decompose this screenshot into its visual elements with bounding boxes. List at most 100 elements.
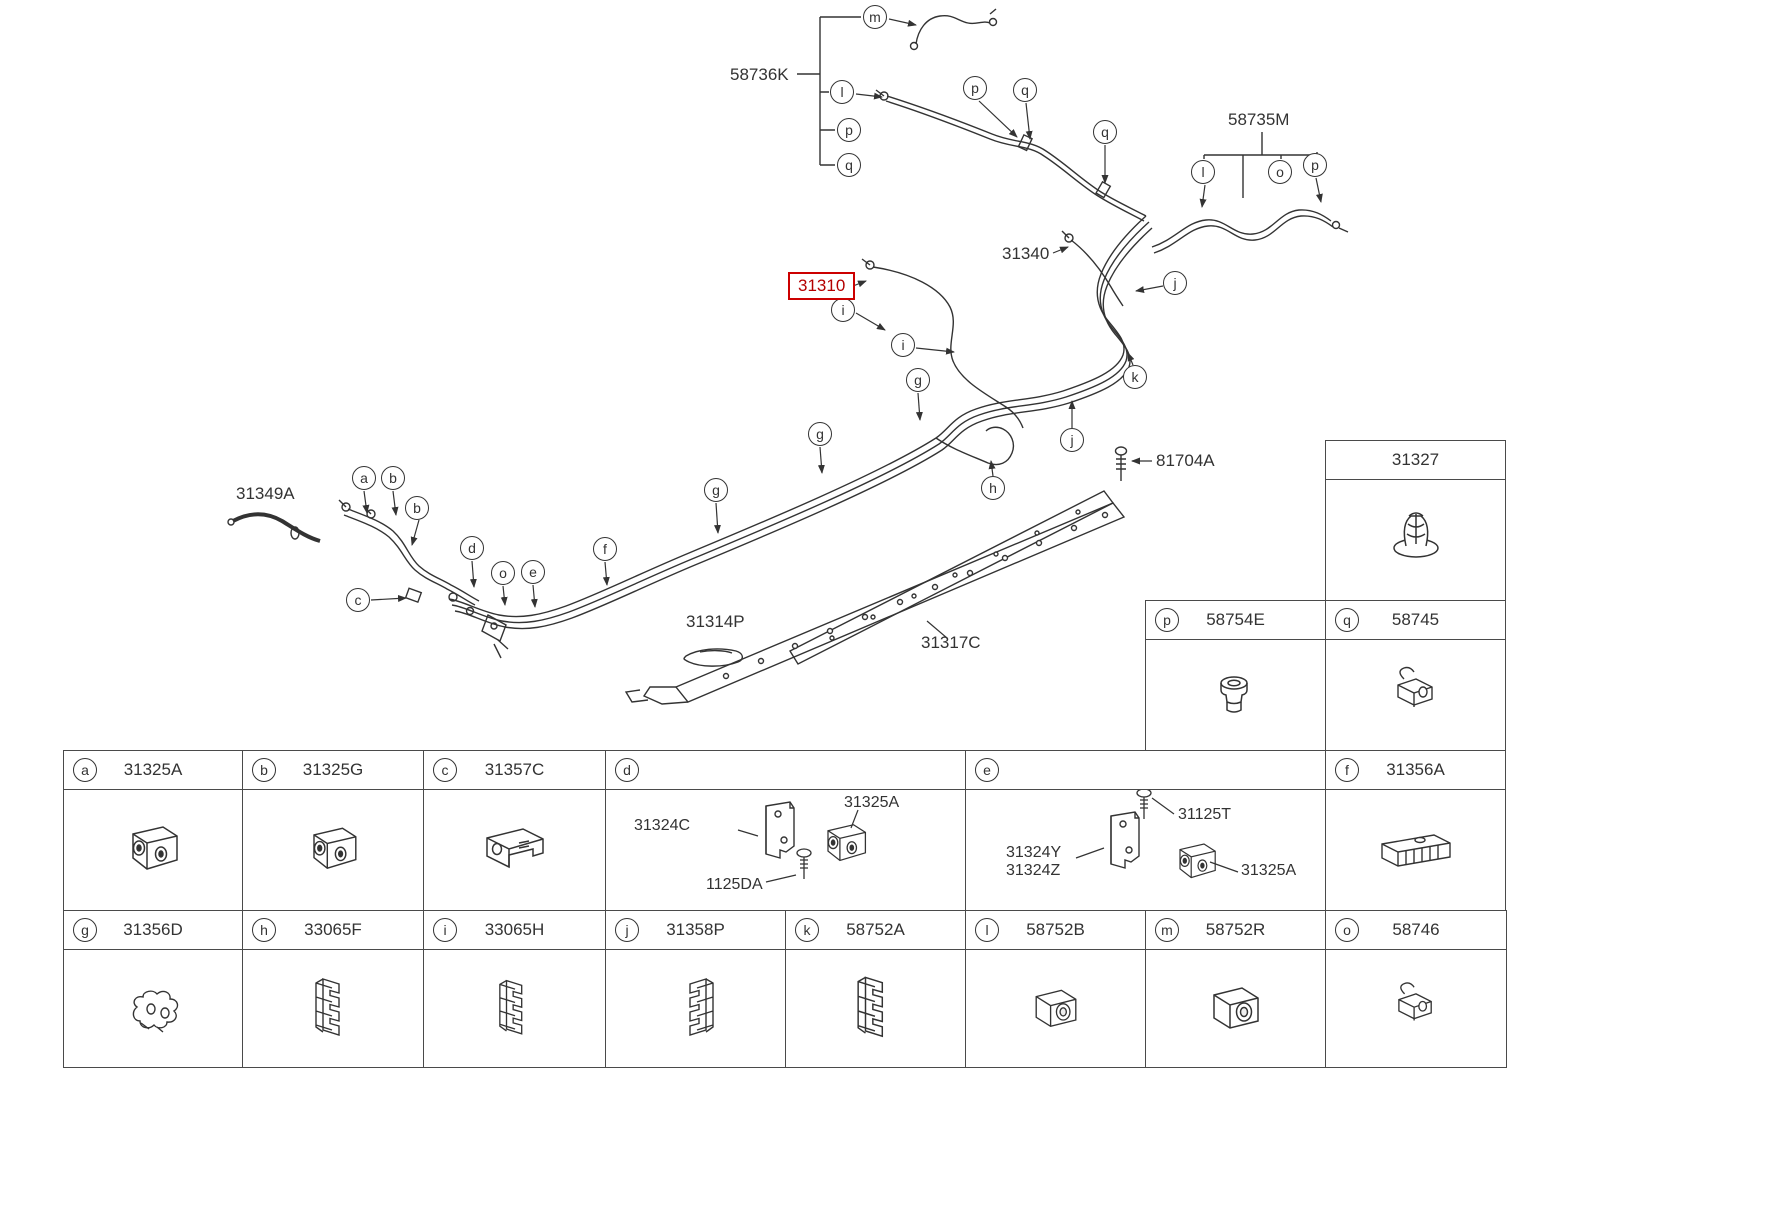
part-number: 33065H [484, 920, 545, 939]
parts-cell-q: q 58745 [1325, 600, 1506, 751]
callout-g[interactable]: g [906, 368, 930, 392]
callout-d[interactable]: d [460, 536, 484, 560]
cell-header[interactable]: 31327 [1326, 441, 1505, 480]
parts-cell-k: k 58752A [785, 910, 966, 1068]
cell-header[interactable]: p 58754E [1146, 601, 1325, 640]
callout-f[interactable]: f [593, 537, 617, 561]
callout-a[interactable]: a [352, 466, 376, 490]
sub-part-label[interactable]: 31325A [1241, 862, 1297, 879]
part-number: 58746 [1392, 920, 1440, 939]
callout-letter: g [73, 918, 97, 942]
part-image-33065H [424, 950, 605, 1067]
part-number: 31327 [1391, 450, 1440, 469]
callout-letter: f [1335, 758, 1359, 782]
part-label-58735M[interactable]: 58735M [1228, 110, 1290, 129]
part-number: 31357C [484, 760, 545, 779]
cell-header[interactable]: c 31357C [424, 751, 605, 790]
cell-header[interactable]: h 33065F [243, 911, 423, 950]
cell-header[interactable]: e [966, 751, 1325, 790]
callout-b[interactable]: b [381, 466, 405, 490]
ladder-clip-icon [688, 977, 714, 1036]
callout-g[interactable]: g [808, 422, 832, 446]
parts-cell-b: b 31325G [242, 750, 424, 911]
callout-j[interactable]: j [1163, 271, 1187, 295]
part-label-31314P[interactable]: 31314P [686, 612, 745, 631]
callout-l[interactable]: l [1191, 160, 1215, 184]
part-image-58752B [966, 950, 1145, 1067]
callout-letter: m [1155, 918, 1179, 942]
cell-header[interactable]: j 31358P [606, 911, 785, 950]
ribbed-clamp-icon [1380, 834, 1451, 867]
callout-e[interactable]: e [521, 560, 545, 584]
parts-cell-c: c 31357C [423, 750, 606, 911]
callout-k[interactable]: k [1123, 365, 1147, 389]
callout-j[interactable]: j [1060, 428, 1084, 452]
callout-o[interactable]: o [491, 561, 515, 585]
parts-cell-f: f 31356A [1325, 750, 1506, 911]
clamp-icon [485, 828, 544, 868]
multi-clip-icon [132, 989, 179, 1033]
clamp-icon [313, 827, 357, 869]
part-label-31340[interactable]: 31340 [1002, 244, 1050, 263]
callout-q[interactable]: q [837, 153, 861, 177]
callout-m[interactable]: m [863, 5, 887, 29]
part-label-31349A[interactable]: 31349A [236, 484, 295, 503]
cell-header[interactable]: d [606, 751, 965, 790]
sub-part-label[interactable]: 31325A [844, 794, 900, 811]
callout-b[interactable]: b [405, 496, 429, 520]
clip-icon [1398, 981, 1432, 1021]
callout-p[interactable]: p [1303, 153, 1327, 177]
cell-header[interactable]: q 58745 [1326, 601, 1505, 640]
sub-part-label[interactable]: 31324Y [1006, 844, 1062, 861]
part-image-31356A [1326, 790, 1505, 910]
callout-i[interactable]: i [831, 298, 855, 322]
cell-header[interactable]: g 31356D [64, 911, 242, 950]
sub-part-label[interactable]: 31125T [1178, 806, 1232, 823]
callout-letter: j [615, 918, 639, 942]
cell-header[interactable]: l 58752B [966, 911, 1145, 950]
part-image-33065F [243, 950, 423, 1067]
cell-header[interactable]: k 58752A [786, 911, 965, 950]
clamp-icon [132, 826, 178, 870]
part-image-e-assembly: 31324Y 31324Z 31125T 31325A [966, 790, 1325, 910]
callout-g[interactable]: g [704, 478, 728, 502]
callout-q[interactable]: q [1013, 78, 1037, 102]
ladder-clip-icon [856, 976, 883, 1037]
parts-cell-e: e 31324Y 31324Z 31125T 31325A [965, 750, 1326, 911]
callout-o[interactable]: o [1268, 160, 1292, 184]
callout-l[interactable]: l [830, 80, 854, 104]
bracket-assembly-icon [737, 801, 867, 883]
block-clip-icon [1212, 986, 1259, 1029]
parts-cell-31327: 31327 [1325, 440, 1506, 601]
cell-header[interactable]: f 31356A [1326, 751, 1505, 790]
part-label-58736K[interactable]: 58736K [730, 65, 789, 84]
part-label-31317C[interactable]: 31317C [921, 633, 981, 652]
sub-part-label[interactable]: 1125DA [706, 876, 763, 893]
cell-header[interactable]: a 31325A [64, 751, 242, 790]
parts-cell-l: l 58752B [965, 910, 1146, 1068]
sub-part-label[interactable]: 31324Z [1006, 862, 1061, 879]
cell-header[interactable]: o 58746 [1326, 911, 1506, 950]
callout-p[interactable]: p [963, 76, 987, 100]
part-image-31325A [64, 790, 242, 910]
sub-part-label[interactable]: 31324C [634, 817, 691, 834]
cell-header[interactable]: i 33065H [424, 911, 605, 950]
part-number: 31325A [123, 760, 183, 779]
callout-c[interactable]: c [346, 588, 370, 612]
callout-letter: e [975, 758, 999, 782]
part-label-81704A[interactable]: 81704A [1156, 451, 1215, 470]
callout-i[interactable]: i [891, 333, 915, 357]
callout-h[interactable]: h [981, 476, 1005, 500]
cell-header[interactable]: b 31325G [243, 751, 423, 790]
parts-cell-a: a 31325A [63, 750, 243, 911]
cell-header[interactable]: m 58752R [1146, 911, 1325, 950]
part-label-31310-highlighted[interactable]: 31310 [788, 272, 856, 300]
part-number: 58754E [1206, 610, 1265, 629]
callout-q[interactable]: q [1093, 120, 1117, 144]
part-image-31325G [243, 790, 423, 910]
callout-p[interactable]: p [837, 118, 861, 142]
callout-letter: l [975, 918, 999, 942]
part-image-58752A [786, 950, 965, 1067]
